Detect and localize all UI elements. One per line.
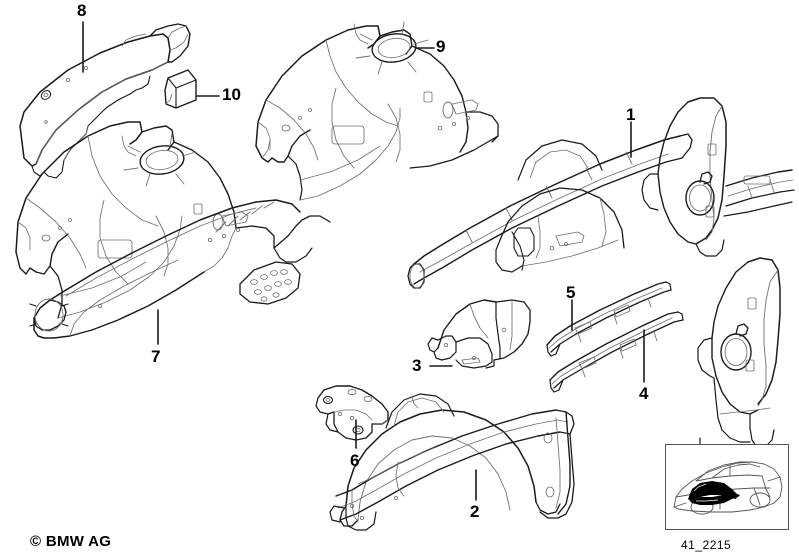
callout-5: 5 (566, 283, 576, 302)
leader-lines (82, 21, 645, 501)
a-pillar-panel-lower (697, 257, 781, 447)
part-1b-shape (495, 139, 625, 273)
callout-8: 8 (77, 1, 87, 20)
callout-7: 7 (151, 347, 161, 366)
vehicle-location-thumbnail (665, 444, 789, 530)
part-3-shape (427, 299, 531, 369)
part-9-shape (255, 21, 499, 201)
part-5-shape (546, 281, 672, 357)
a-pillar-panel-upper (641, 97, 727, 257)
callout-4: 4 (639, 384, 649, 403)
callout-1: 1 (626, 105, 636, 124)
part-4-shape (549, 311, 684, 393)
callout-6: 6 (350, 451, 360, 470)
rocker-rail-upper (723, 169, 795, 217)
vehicle-outline-graphic (673, 461, 783, 515)
callout-3: 3 (412, 356, 422, 375)
part-7-shape (15, 121, 331, 339)
callout-10: 10 (222, 85, 241, 104)
part-6-shape (315, 385, 389, 441)
part-8-shape (19, 23, 191, 179)
part-2-shape (329, 393, 575, 531)
copyright-notice: © BMW AG (30, 533, 112, 550)
diagram-code-label: 41_2215 (681, 538, 732, 552)
callout-2: 2 (470, 502, 480, 521)
part-10-shape (164, 69, 197, 109)
callout-9: 9 (436, 37, 446, 56)
part-1-shape (407, 133, 693, 289)
